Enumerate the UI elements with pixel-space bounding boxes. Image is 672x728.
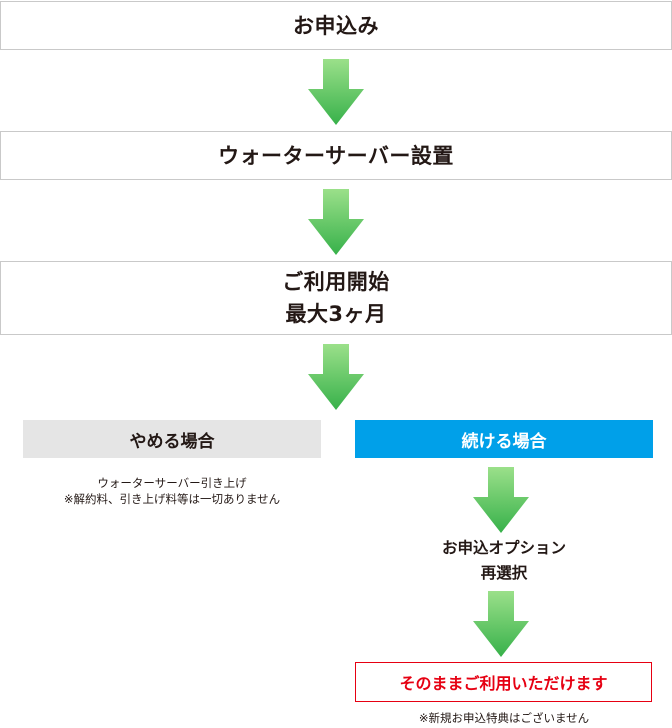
step-start: ご利用開始 最大3ヶ月 — [0, 261, 672, 335]
step-install-label: ウォーターサーバー設置 — [218, 143, 454, 168]
result-continue-label: そのままご利用いただけます — [399, 674, 608, 693]
step-apply: お申込み — [0, 1, 672, 50]
down-arrow-icon — [308, 189, 364, 255]
branch-quit-label: やめる場合 — [129, 431, 215, 452]
option-reselect-line1: お申込オプション — [441, 539, 566, 557]
option-reselect: お申込オプション 再選択 — [355, 536, 653, 586]
down-arrow-icon — [473, 467, 529, 533]
down-arrow-icon — [308, 59, 364, 125]
step-apply-label: お申込み — [293, 13, 379, 38]
down-arrow-icon — [308, 344, 364, 410]
branch-quit: やめる場合 — [23, 420, 321, 458]
result-continue: そのままご利用いただけます — [355, 662, 652, 702]
step-start-line1: ご利用開始 — [282, 270, 390, 294]
quit-note: ウォーターサーバー引き上げ ※解約料、引き上げ料等は一切ありません — [23, 475, 321, 507]
continue-footnote-text: ※新規お申込特典はございません — [418, 711, 590, 725]
option-reselect-line2: 再選択 — [480, 564, 528, 582]
continue-footnote: ※新規お申込特典はございません — [355, 710, 653, 726]
step-start-line2: 最大3ヶ月 — [285, 302, 387, 326]
branch-continue: 続ける場合 — [355, 420, 653, 458]
step-install: ウォーターサーバー設置 — [0, 131, 672, 180]
quit-note-line2: ※解約料、引き上げ料等は一切ありません — [63, 492, 281, 506]
quit-note-line1: ウォーターサーバー引き上げ — [97, 476, 247, 490]
down-arrow-icon — [473, 591, 529, 657]
branch-continue-label: 続ける場合 — [461, 431, 547, 452]
